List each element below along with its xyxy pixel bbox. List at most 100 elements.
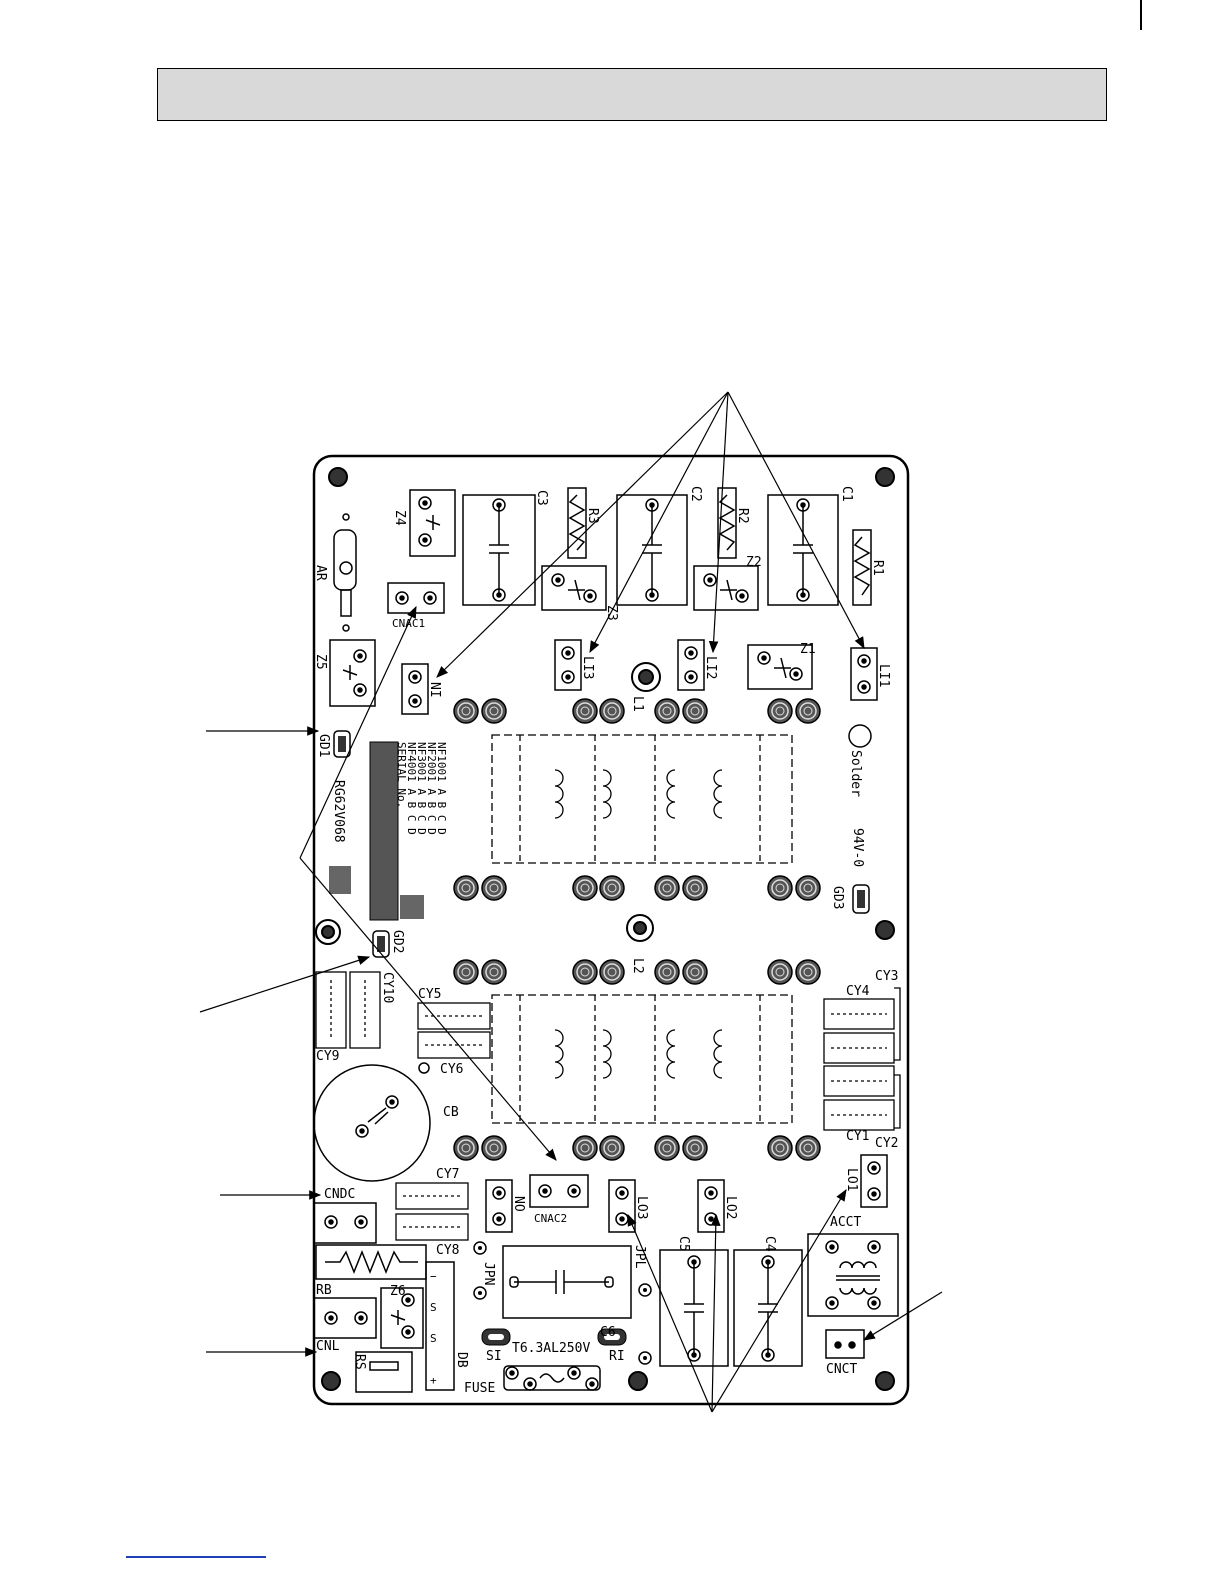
label-cy10: CY10 bbox=[380, 972, 395, 1003]
label-c5: C5 bbox=[676, 1236, 691, 1252]
arrester-ar bbox=[333, 513, 357, 632]
db-pin: S bbox=[430, 1332, 437, 1345]
label-part-line: SERIAL No. bbox=[395, 742, 408, 808]
label-z2: Z2 bbox=[746, 555, 762, 570]
label-db: DB bbox=[454, 1352, 469, 1368]
capacitor-cb bbox=[313, 1062, 431, 1182]
label-z6: Z6 bbox=[390, 1284, 406, 1299]
label-cnct: CNCT bbox=[826, 1362, 857, 1377]
label-c6: C6 bbox=[600, 1325, 616, 1340]
connector-cnct bbox=[825, 1329, 865, 1359]
label-cy9: CY9 bbox=[316, 1049, 339, 1064]
label-r2: R2 bbox=[735, 508, 750, 524]
label-jpl: JPL bbox=[632, 1245, 647, 1269]
label-z5: Z5 bbox=[313, 654, 328, 670]
label-fuse: FUSE bbox=[464, 1381, 495, 1396]
label-cndc: CNDC bbox=[324, 1187, 355, 1202]
varistor-z3 bbox=[541, 565, 607, 611]
resistor-r2 bbox=[717, 487, 737, 559]
label-li2: LI2 bbox=[703, 656, 718, 679]
varistor-z2 bbox=[693, 565, 759, 611]
header-bar bbox=[157, 68, 1107, 121]
label-cy3: CY3 bbox=[875, 969, 898, 984]
db-pin: − bbox=[430, 1270, 437, 1283]
varistor-z1 bbox=[747, 644, 813, 690]
marking-square bbox=[329, 866, 351, 894]
jumper-ni bbox=[401, 663, 429, 715]
capacitor-c2 bbox=[616, 494, 688, 606]
label-part-line: NF4001 A B C D bbox=[405, 742, 418, 835]
fuse-holder bbox=[503, 1365, 601, 1391]
label-rs: RS bbox=[352, 1354, 367, 1370]
footer-link-underline[interactable] bbox=[126, 1556, 266, 1558]
label-si: SI bbox=[486, 1349, 502, 1364]
label-z3: Z3 bbox=[604, 605, 619, 621]
jumper-li3 bbox=[554, 639, 582, 691]
jumper-no bbox=[485, 1179, 513, 1233]
label-lo1: LO1 bbox=[844, 1168, 859, 1191]
capacitor-c4 bbox=[733, 1249, 803, 1367]
capacitor-c6 bbox=[502, 1245, 632, 1319]
resistor-r1 bbox=[852, 529, 872, 606]
db-pin: + bbox=[430, 1374, 437, 1387]
connector-cndc bbox=[313, 1202, 377, 1244]
label-r1: R1 bbox=[870, 560, 885, 576]
jumper-lo1 bbox=[860, 1154, 888, 1208]
label-cy8: CY8 bbox=[436, 1243, 459, 1258]
label-solder: Solder bbox=[848, 750, 863, 797]
label-li1: LI1 bbox=[876, 664, 891, 687]
label-c2: C2 bbox=[688, 486, 703, 502]
pb-free-icon bbox=[848, 724, 872, 748]
label-z4: Z4 bbox=[392, 510, 407, 526]
top-edge-line bbox=[1140, 0, 1142, 30]
line-filter-l1 bbox=[453, 698, 821, 901]
jumper-lo2 bbox=[697, 1179, 725, 1233]
label-cy7: CY7 bbox=[436, 1167, 459, 1182]
label-gd1: GD1 bbox=[316, 734, 331, 757]
label-ar: AR bbox=[313, 565, 328, 581]
jumper-lo3 bbox=[608, 1179, 636, 1233]
label-cb: CB bbox=[443, 1105, 459, 1120]
board-outline bbox=[312, 454, 910, 1406]
label-cy6: CY6 bbox=[440, 1062, 463, 1077]
label-ri: RI bbox=[609, 1349, 625, 1364]
resistor-r3 bbox=[567, 487, 587, 559]
label-no: NO bbox=[511, 1196, 526, 1212]
label-part-line: NF2001 A B C D bbox=[425, 742, 438, 835]
label-lo3: LO3 bbox=[634, 1196, 649, 1219]
label-c1: C1 bbox=[839, 486, 854, 502]
fuse-clip-ri bbox=[597, 1328, 627, 1346]
label-z1: Z1 bbox=[800, 642, 816, 657]
label-part-line: NF1001 A B C D bbox=[435, 742, 448, 835]
relay-rs bbox=[355, 1351, 413, 1393]
diode-bridge-db bbox=[425, 1261, 455, 1391]
jumper-li2 bbox=[677, 639, 705, 691]
current-transformer-acct bbox=[807, 1233, 899, 1317]
label-part-line: NF3001 A B C D bbox=[415, 742, 428, 835]
label-l2: L2 bbox=[630, 958, 645, 974]
capacitor-c5 bbox=[659, 1249, 729, 1367]
mounting-holes bbox=[315, 467, 895, 1391]
label-cy4: CY4 bbox=[846, 984, 870, 999]
varistor-z4 bbox=[409, 489, 456, 557]
label-cy2: CY2 bbox=[875, 1136, 898, 1151]
marking-square bbox=[400, 895, 424, 919]
label-c3: C3 bbox=[534, 490, 549, 506]
ground-gd1 bbox=[333, 730, 351, 758]
capacitor-c1 bbox=[767, 494, 839, 606]
fuse-clip-si bbox=[481, 1328, 511, 1346]
label-l1: L1 bbox=[630, 696, 645, 712]
label-ni: NI bbox=[427, 682, 442, 698]
connector-cnl bbox=[313, 1297, 377, 1339]
component-labels: C3 C2 C1 R3 R2 R1 Z4 Z3 Z2 Z1 Z5 Z6 AR C… bbox=[313, 486, 898, 1396]
varistor-z5 bbox=[329, 639, 376, 707]
capacitor-c3 bbox=[462, 494, 536, 606]
label-cnl: CNL bbox=[316, 1339, 340, 1354]
label-gd2: GD2 bbox=[390, 930, 405, 953]
label-jpn: JPN bbox=[481, 1262, 496, 1285]
label-fuse-rating: T6.3AL250V bbox=[512, 1341, 590, 1356]
label-acct: ACCT bbox=[830, 1215, 861, 1230]
ground-gd3 bbox=[852, 884, 870, 914]
label-pcb-code: RG62V068 bbox=[331, 780, 346, 843]
